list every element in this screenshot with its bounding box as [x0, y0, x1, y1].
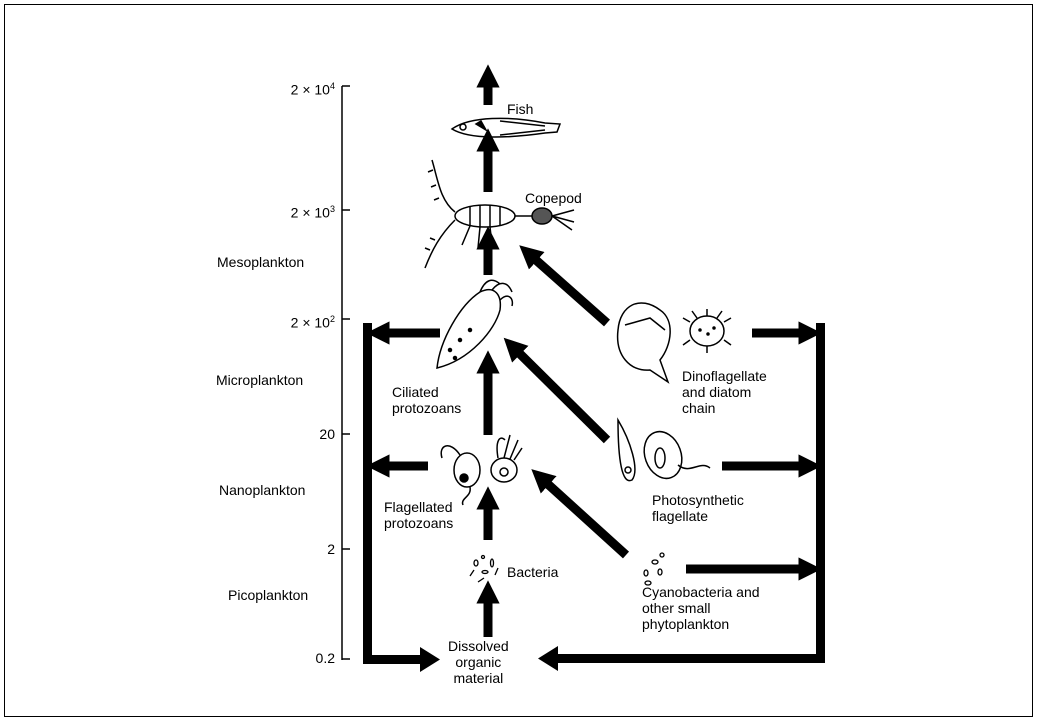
label-photosynthetic-flagellate: Photosynthetic flagellate: [652, 492, 744, 524]
label-fish: Fish: [507, 101, 534, 117]
tick-label-0-2: 0.2: [315, 650, 335, 666]
tick-label-2: 2: [327, 541, 335, 557]
size-class-picoplankton: Picoplankton: [228, 587, 309, 603]
flagellate-illustration: [440, 434, 523, 506]
figure-frame: [4, 4, 1033, 717]
ciliate-illustration: [436, 279, 514, 369]
dinoflagellate-illustration: [616, 302, 732, 384]
copepod-illustration: [424, 159, 575, 269]
tick-label-20: 20: [319, 426, 335, 442]
cyanobacteria-illustration: [643, 552, 665, 586]
fish-illustration: [450, 117, 562, 138]
left-return-bar: [363, 323, 440, 672]
tick-label-2e2: 2 × 102: [290, 314, 335, 331]
tick-label-2e4: 2 × 104: [290, 81, 335, 98]
label-dissolved-organic-material: Dissolved organic material: [448, 638, 509, 686]
label-cyanobacteria: Cyanobacteria and other small phytoplank…: [642, 584, 760, 632]
size-class-mesoplankton: Mesoplankton: [217, 254, 305, 270]
size-class-nanoplankton: Nanoplankton: [219, 482, 306, 498]
flow-arrows: [366, 64, 822, 637]
bacteria-illustration: [469, 554, 499, 583]
right-return-bar: [538, 323, 825, 671]
photosynthetic-flagellate-illustration: [617, 417, 711, 482]
label-flagellated-protozoans: Flagellated protozoans: [384, 499, 454, 531]
label-bacteria: Bacteria: [507, 564, 559, 580]
arrow-photosyn-to-ciliate: [503, 337, 611, 444]
arrow-dino-to-copepod: [519, 245, 610, 327]
label-ciliated-protozoans: Ciliated protozoans: [392, 384, 462, 416]
arrow-cyano-to-flagellate: [531, 469, 630, 559]
tick-label-2e3: 2 × 103: [290, 204, 335, 221]
label-copepod: Copepod: [525, 190, 582, 206]
size-axis: [341, 85, 350, 660]
size-class-microplankton: Microplankton: [216, 372, 304, 388]
label-dinoflagellate-diatom: Dinoflagellate and diatom chain: [682, 368, 767, 416]
